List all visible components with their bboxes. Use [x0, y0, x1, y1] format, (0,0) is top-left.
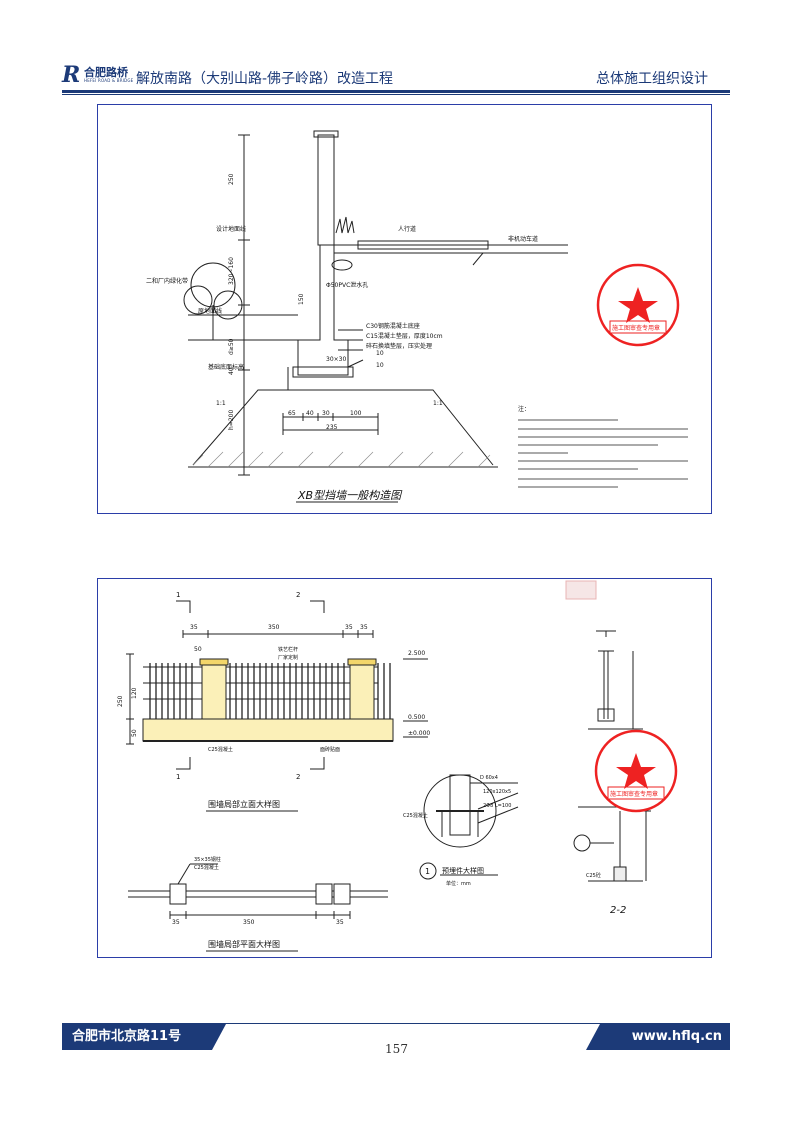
dim-d: d≥50	[228, 338, 235, 355]
logo-subtitle: HEFEI ROAD & BRIDGE	[84, 78, 134, 83]
elevation-2500: 2.500	[408, 650, 425, 657]
dim-320: 320~160	[228, 257, 235, 285]
column-cap-left	[199, 658, 229, 666]
dim-100: 100	[350, 410, 362, 417]
label-column-finish: 面砖贴面	[320, 746, 340, 753]
label-original-ground: 原地面线	[198, 307, 222, 315]
section-2-2	[573, 806, 651, 882]
dim-30x30: 30×30	[326, 356, 346, 363]
document-title: 总体施工组织设计	[596, 71, 708, 87]
dim-h: h=200	[228, 410, 235, 430]
label-pedestrian: 人行道	[398, 225, 416, 233]
label-design-ground: 设计地面线	[216, 225, 246, 233]
label-brand: 厂家定制	[278, 654, 298, 661]
label-base-line: 基础底面标高	[208, 363, 244, 371]
label-c30: C30钢筋混凝土底座	[366, 322, 420, 330]
elevation-0000: ±0.000	[408, 730, 430, 737]
elev-dim-120: 120	[131, 687, 138, 699]
label-nonmotor: 非机动车道	[508, 235, 538, 243]
label-detail-unit: 单位：mm	[446, 880, 471, 887]
cut-label-1-bottom: 1	[176, 773, 180, 781]
label-green-belt: 二和厂内绿化带	[146, 277, 188, 285]
dim-65: 65	[288, 410, 296, 417]
dim-40b: 40	[306, 410, 314, 417]
footer-website[interactable]: www.hflq.cn	[600, 1024, 730, 1050]
fence-pickets	[149, 663, 391, 719]
project-title: 解放南路（大别山路-佛子岭路）改造工程	[136, 71, 394, 87]
review-stamp-1	[596, 263, 680, 347]
elev-dim-250: 250	[117, 695, 124, 707]
elev-dim-35b: 35	[345, 624, 353, 631]
logo-mark-icon: R	[62, 62, 81, 88]
label-detail-pipe: D 60x4	[480, 775, 498, 781]
plan-dim-350: 350	[243, 919, 255, 926]
stamp-text-2: 施工图审查专用章	[610, 790, 658, 798]
corner-mark	[565, 580, 597, 600]
slope-left: 1:1	[216, 400, 226, 407]
page-number: 157	[385, 1042, 408, 1056]
caption-retaining-wall: XB型挡墙一般构造图	[297, 489, 403, 502]
caption-fence-elevation: 围墙局部立面大样图	[208, 799, 280, 809]
caption-fence-plan: 围墙局部平面大样图	[208, 939, 280, 949]
retaining-wall-svg: 设计地面线 二和厂内绿化带 原地面线 基础底面标高 人行道 非机动车道 Φ50P…	[146, 130, 688, 503]
elev-dim-350: 350	[268, 624, 280, 631]
detail-number: 1	[425, 867, 430, 876]
dim-250: 250	[228, 173, 235, 185]
label-gravel: 碎石换填垫层，压实处理	[366, 342, 432, 350]
label-detail-plate: 120x120x5	[483, 789, 511, 795]
stamp-text-1: 施工图审查专用章	[612, 324, 660, 332]
dim-40: 40	[228, 367, 235, 375]
logo-name: 合肥路桥	[84, 66, 128, 79]
fence-details-svg: 施工图审查专用章 1 2 1 2 35 350 35 35 50 250 120…	[117, 580, 678, 952]
dim-235: 235	[326, 424, 338, 431]
dim-10a: 10	[376, 350, 384, 357]
footer-right-tab-icon	[586, 1024, 600, 1050]
elev-dim-35a: 35	[190, 624, 198, 631]
cut-label-1-top: 1	[176, 591, 180, 599]
label-pipe: Φ50PVC泄水孔	[326, 281, 368, 289]
header-rule	[62, 90, 730, 93]
dim-10b: 10	[376, 362, 384, 369]
review-stamp-2	[594, 729, 678, 813]
header-rule-thin	[62, 94, 730, 95]
label-detail-bolt: 2Φ8 L=100	[483, 803, 511, 809]
footer-address: 合肥市北京路11号	[62, 1024, 212, 1050]
label-detail-c25: C25混凝土	[403, 812, 428, 819]
label-c15: C15混凝土垫层，厚度10cm	[366, 332, 443, 340]
elev-dim-50: 50	[194, 646, 202, 653]
elev-dim-50b: 50	[131, 729, 138, 737]
label-plan-c25: C25混凝土	[194, 864, 219, 871]
label-section-c25: C25砼	[586, 872, 601, 879]
caption-embedded-part: 预埋件大样图	[442, 866, 484, 875]
footer-left-tab-icon	[212, 1024, 226, 1050]
embedded-part-detail	[419, 774, 519, 880]
label-foundation: C25混凝土	[208, 746, 233, 753]
label-fence: 铁艺栏杆	[278, 646, 298, 653]
dim-30b: 30	[322, 410, 330, 417]
column-cap-right	[347, 658, 377, 666]
cut-label-2-top: 2	[296, 591, 300, 599]
company-logo: R 合肥路桥 HEFEI ROAD & BRIDGE	[62, 62, 134, 88]
cut-label-2-bottom: 2	[296, 773, 300, 781]
drawing-fence-details: 施工图审查专用章 1 2 1 2 35 350 35 35 50 250 120…	[97, 578, 712, 958]
plan-dim-35b: 35	[336, 919, 344, 926]
page-header: R 合肥路桥 HEFEI ROAD & BRIDGE 解放南路（大别山路-佛子岭…	[0, 0, 793, 100]
caption-section-2-2: 2-2	[610, 905, 626, 916]
drawing-retaining-wall: 设计地面线 二和厂内绿化带 原地面线 基础底面标高 人行道 非机动车道 Φ50P…	[97, 104, 712, 514]
elev-dim-35c: 35	[360, 624, 368, 631]
slope-right: 1:1	[433, 400, 443, 407]
plan-dim-35a: 35	[172, 919, 180, 926]
fence-base-wall	[142, 718, 394, 742]
elevation-0500: 0.500	[408, 714, 425, 721]
footer-rule	[62, 1023, 730, 1024]
dim-150: 150	[298, 293, 305, 305]
notes-title: 注：	[518, 405, 530, 413]
label-plan-column: 35×35钢柱	[194, 856, 221, 863]
side-elevation	[588, 630, 643, 730]
